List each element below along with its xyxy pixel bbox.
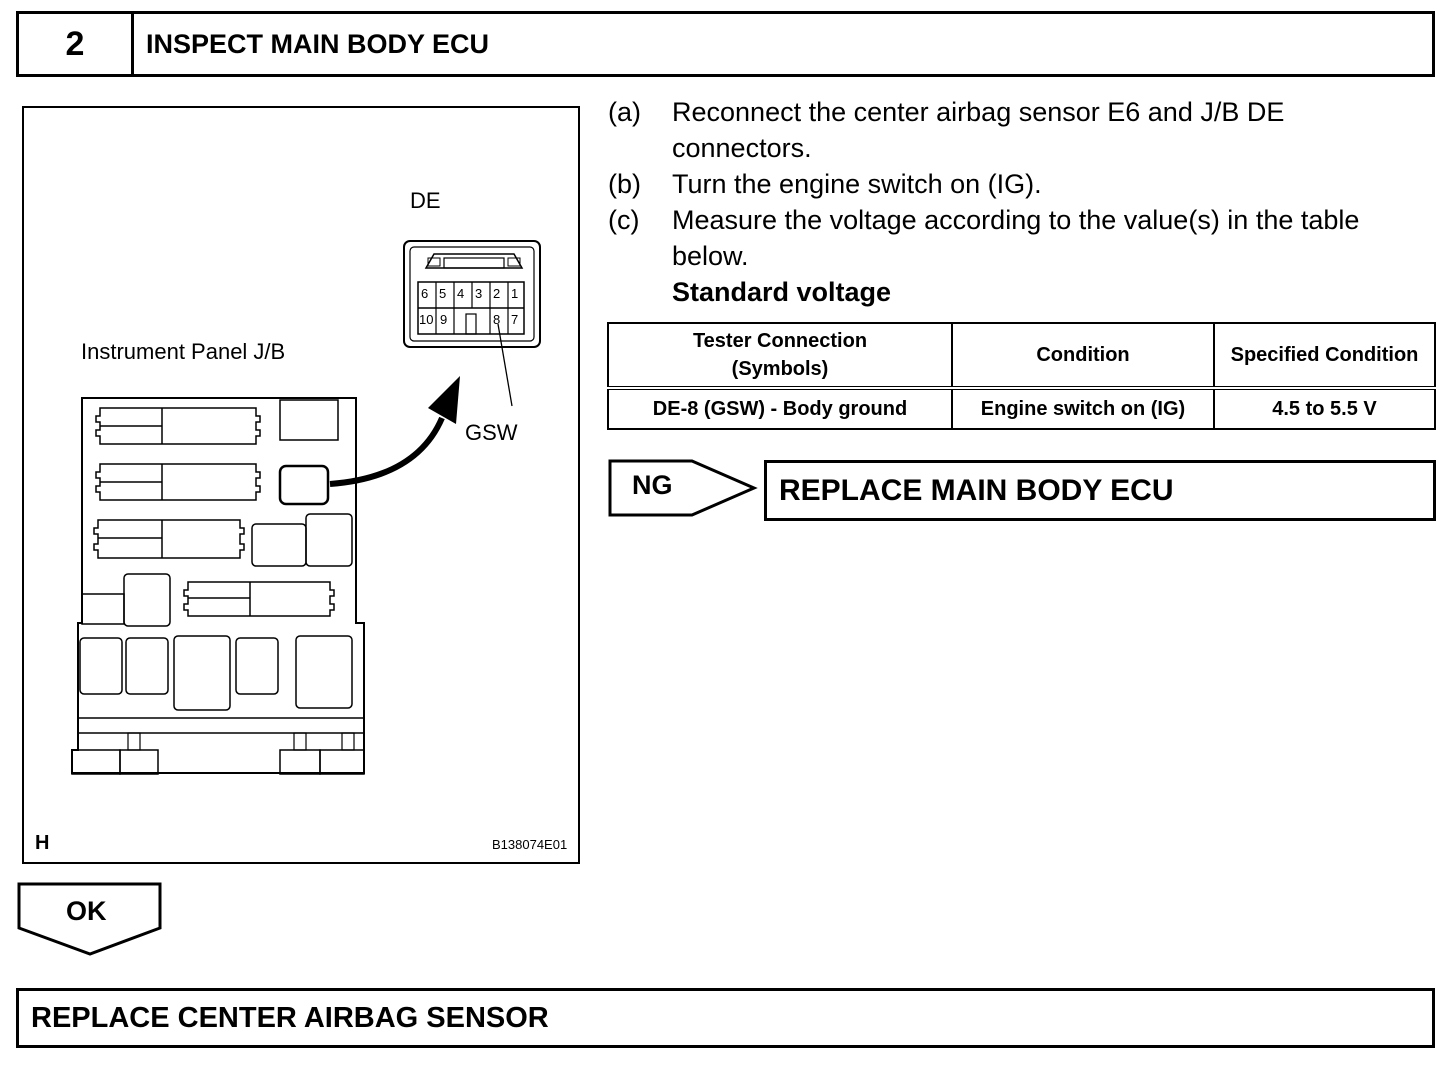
instruction-marker: (a) [608,97,641,127]
table-header: Tester Connection (Symbols) [607,322,953,390]
table-header: Condition [951,322,1215,390]
pin-label: 1 [511,286,519,301]
pin-label: 5 [439,286,447,301]
de-connector-outline [403,240,541,348]
instruction-list: (a) Reconnect the center airbag sensor E… [608,94,1448,310]
table-cell: Engine switch on (IG) [951,387,1215,430]
de-connector-location [278,464,330,506]
table-row: DE-8 (GSW) - Body ground Engine switch o… [607,387,1436,430]
ng-result-box: REPLACE MAIN BODY ECU [764,460,1436,521]
step-header: 2 INSPECT MAIN BODY ECU [16,11,1435,77]
panel-label: Instrument Panel J/B [81,339,286,364]
step-number: 2 [19,14,134,74]
figure-code: B138074E01 [492,837,568,852]
instruction-text: Reconnect the center airbag sensor E6 an… [672,97,1285,163]
standard-voltage-label: Standard voltage [672,277,892,307]
pin-label: 10 [419,312,434,327]
step-title: INSPECT MAIN BODY ECU [146,28,490,59]
figure-corner-letter: H [35,832,50,854]
pin-label: 8 [493,312,501,327]
ok-result-box: REPLACE CENTER AIRBAG SENSOR [16,988,1435,1048]
instruction-item: (c) Measure the voltage according to the… [608,202,1448,274]
ng-label: NG [632,470,673,500]
instruction-item: (b) Turn the engine switch on (IG). [608,166,1448,202]
table-header: Specified Condition [1213,322,1436,390]
instruction-item: (a) Reconnect the center airbag sensor E… [608,94,1448,166]
ok-arrow-icon [17,882,162,956]
specification-table: Tester Connection (Symbols) Condition Sp… [607,322,1436,430]
connector-figure: DE Instrument Panel J/B GSW 6 5 4 3 2 1 … [22,106,580,864]
instruction-text: Turn the engine switch on (IG). [672,169,1042,199]
ok-label: OK [66,896,107,926]
pin-label: 7 [511,312,519,327]
table-cell: DE-8 (GSW) - Body ground [607,387,953,430]
instruction-marker: (b) [608,169,641,199]
pin-label: 2 [493,286,501,301]
pointer-arrow [329,416,445,487]
junction-block-diagram [71,240,541,775]
ng-arrow-icon [608,459,758,517]
instruction-marker: (c) [608,205,640,235]
pin-label: 9 [440,312,448,327]
instruction-text: Measure the voltage according to the val… [672,205,1360,271]
gsw-callout: GSW [465,420,518,445]
pin-label: 4 [457,286,465,301]
pin-label: 3 [475,286,483,301]
connector-label: DE [410,188,441,213]
pin-label: 6 [421,286,429,301]
table-cell: 4.5 to 5.5 V [1213,387,1436,430]
table-header-row: Tester Connection (Symbols) Condition Sp… [607,322,1436,390]
